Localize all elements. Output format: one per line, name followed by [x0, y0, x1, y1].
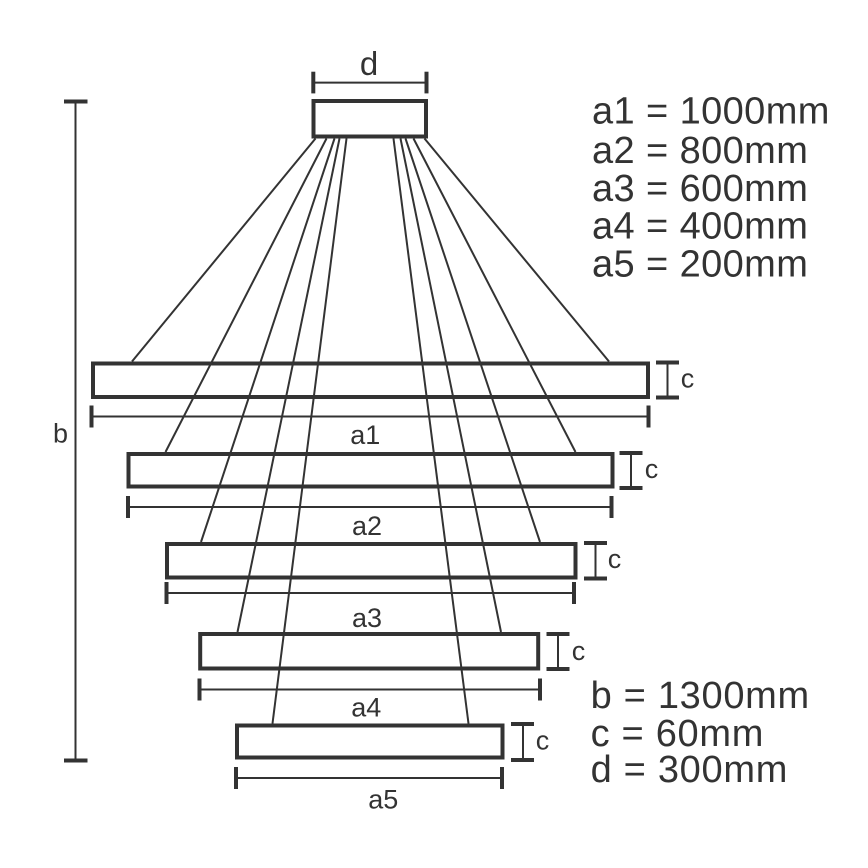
- svg-text:b = 1300mm: b = 1300mm: [591, 675, 810, 717]
- svg-text:a4 = 400mm: a4 = 400mm: [592, 206, 808, 248]
- svg-text:a2 = 800mm: a2 = 800mm: [592, 130, 808, 172]
- svg-text:c: c: [608, 544, 622, 574]
- svg-text:a4: a4: [351, 692, 381, 722]
- svg-text:c: c: [645, 454, 659, 484]
- svg-text:c: c: [681, 364, 695, 394]
- svg-text:a3: a3: [352, 603, 382, 633]
- svg-text:a5: a5: [368, 785, 398, 815]
- svg-text:c = 60mm: c = 60mm: [591, 713, 764, 755]
- svg-text:b: b: [53, 418, 68, 448]
- svg-text:a2: a2: [352, 511, 382, 541]
- svg-text:a1 = 1000mm: a1 = 1000mm: [592, 91, 830, 133]
- svg-text:c: c: [572, 636, 586, 666]
- svg-text:a3 = 600mm: a3 = 600mm: [592, 168, 808, 210]
- svg-text:d = 300mm: d = 300mm: [591, 749, 788, 791]
- svg-text:c: c: [536, 726, 550, 756]
- svg-text:d: d: [360, 45, 378, 82]
- svg-text:a5 = 200mm: a5 = 200mm: [592, 244, 808, 286]
- svg-text:a1: a1: [350, 420, 380, 450]
